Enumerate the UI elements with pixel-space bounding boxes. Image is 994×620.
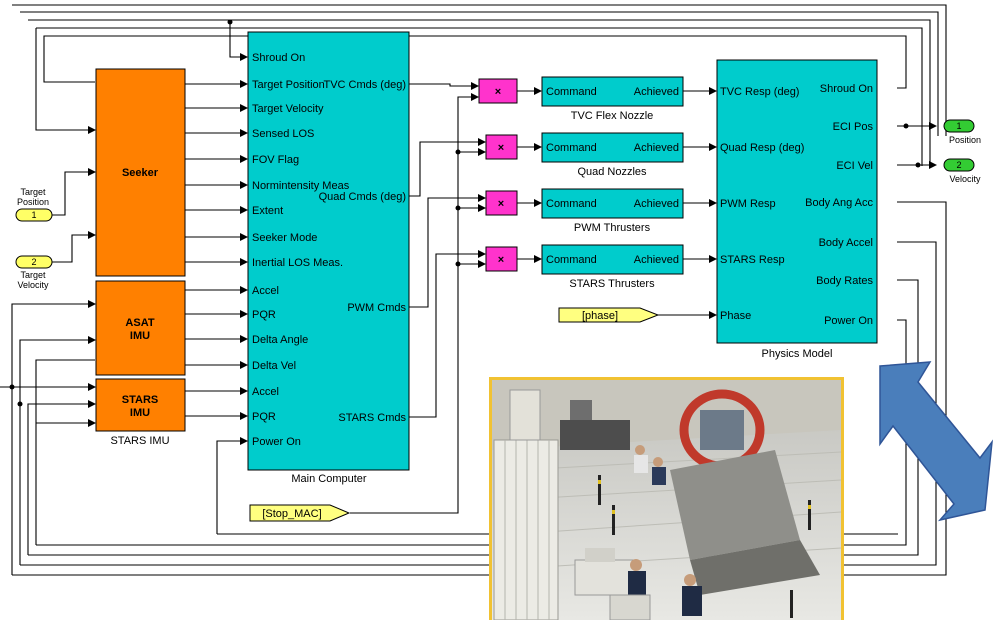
actuator-caption: Quad Nozzles [577,166,647,178]
outport-velocity[interactable]: 2 Velocity [944,159,981,184]
product-symbol: × [498,142,504,154]
actuator-achieved-label: Achieved [634,86,679,98]
mc-in-power-on: Power On [252,436,301,448]
mc-out-tvc: TVC Cmds (deg) [323,79,406,91]
product-symbol: × [495,86,501,98]
inport-label-2: Position [17,197,49,207]
mc-in-target-velocity: Target Velocity [252,103,324,115]
pm-in-pwm: PWM Resp [720,198,776,210]
pm-out-eci-pos: ECI Pos [833,121,874,133]
mc-out-stars: STARS Cmds [338,412,406,424]
from-tag-phase[interactable]: [phase] [559,308,658,322]
mc-in-fov-flag: FOV Flag [252,154,299,166]
pm-out-body-rates: Body Rates [816,275,873,287]
seeker-block[interactable]: Seeker [96,69,185,276]
actuator-achieved-label: Achieved [634,198,679,210]
stars-imu-block[interactable]: STARS IMU STARS IMU [96,379,185,447]
mc-in-sensed-los: Sensed LOS [252,128,314,140]
mc-in-extent: Extent [252,205,283,217]
product-block-1[interactable]: × [479,79,517,103]
stars-imu-title-1: STARS [122,394,158,406]
pm-out-power-on: Power On [824,315,873,327]
actuator-command-label: Command [546,198,597,210]
actuator-caption: TVC Flex Nozzle [571,110,654,122]
inport-target-velocity[interactable]: 2 Target Velocity [16,256,52,290]
mc-in-accel-2: Accel [252,386,279,398]
mc-in-pqr-2: PQR [252,411,276,423]
actuator-stars-thrusters[interactable]: Command Achieved STARS Thrusters [542,245,683,290]
actuator-command-label: Command [546,142,597,154]
actuator-caption: STARS Thrusters [569,278,655,290]
pm-out-body-accel: Body Accel [819,237,873,249]
stars-imu-title-2: IMU [130,407,150,419]
mc-in-pqr-1: PQR [252,309,276,321]
outport-label: Velocity [949,174,981,184]
main-computer-caption: Main Computer [291,473,367,485]
tag-label: [phase] [582,310,618,322]
inport-label-1: Target [20,270,46,280]
outport-position[interactable]: 1 Position [944,120,981,145]
asat-imu-block[interactable]: ASAT IMU [96,281,185,375]
stars-imu-caption: STARS IMU [110,435,169,447]
actuator-command-label: Command [546,86,597,98]
pm-out-shroud-on: Shroud On [820,83,873,95]
outport-number: 2 [956,160,961,170]
main-computer-block[interactable]: Shroud On Target Position Target Velocit… [248,32,409,485]
pm-out-body-ang-acc: Body Ang Acc [805,197,873,209]
product-symbol: × [498,254,504,266]
physics-model-caption: Physics Model [762,348,833,360]
outport-label: Position [949,135,981,145]
actuator-achieved-label: Achieved [634,142,679,154]
actuator-pwm-thrusters[interactable]: Command Achieved PWM Thrusters [542,189,683,234]
product-symbol: × [498,198,504,210]
tag-label: [Stop_MAC] [262,508,321,520]
pm-in-stars: STARS Resp [720,254,785,266]
inport-number: 1 [31,210,36,220]
asat-imu-title-2: IMU [130,330,150,342]
actuator-tvc-flex-nozzle[interactable]: Command Achieved TVC Flex Nozzle [542,77,683,122]
mc-in-target-position: Target Position [252,79,325,91]
outport-number: 1 [956,121,961,131]
inport-label-2: Velocity [17,280,49,290]
pm-in-phase: Phase [720,310,751,322]
mc-out-pwm: PWM Cmds [347,302,406,314]
mc-in-delta-vel: Delta Vel [252,360,296,372]
inport-label-1: Target [20,187,46,197]
actuator-achieved-label: Achieved [634,254,679,266]
inport-target-position[interactable]: Target Position 1 [16,187,52,221]
actuator-command-label: Command [546,254,597,266]
lab-photo [489,377,844,620]
mc-in-delta-angle: Delta Angle [252,334,308,346]
product-block-2[interactable]: × [486,135,517,159]
pm-out-eci-vel: ECI Vel [836,160,873,172]
mc-in-inertial-los: Inertial LOS Meas. [252,257,343,269]
product-block-3[interactable]: × [486,191,517,215]
mc-out-quad: Quad Cmds (deg) [319,191,406,203]
product-block-4[interactable]: × [486,247,517,271]
actuator-caption: PWM Thrusters [574,222,651,234]
actuator-quad-nozzles[interactable]: Command Achieved Quad Nozzles [542,133,683,178]
pm-in-tvc: TVC Resp (deg) [720,86,799,98]
from-tag-stop-mac[interactable]: [Stop_MAC] [250,505,349,521]
mc-in-shroud-on: Shroud On [252,52,305,64]
asat-imu-title-1: ASAT [125,317,154,329]
seeker-title: Seeker [122,167,159,179]
mc-in-seeker-mode: Seeker Mode [252,232,317,244]
inport-number: 2 [31,257,36,267]
mc-in-accel-1: Accel [252,285,279,297]
pm-in-quad: Quad Resp (deg) [720,142,804,154]
physics-model-block[interactable]: TVC Resp (deg) Quad Resp (deg) PWM Resp … [717,60,877,360]
